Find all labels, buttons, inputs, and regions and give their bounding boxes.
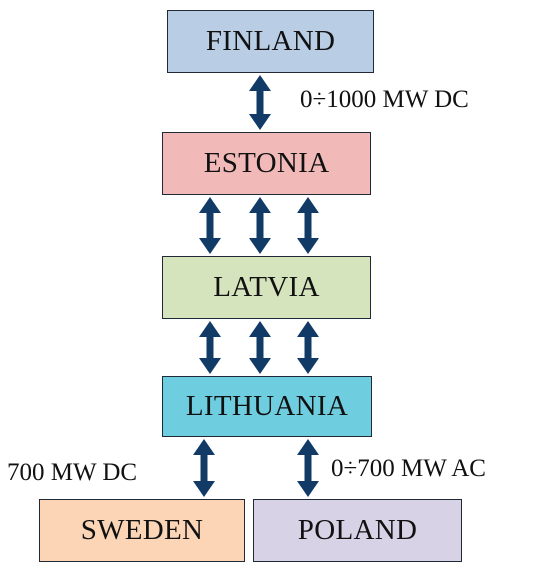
double-arrow-estonia-latvia-3: [297, 197, 319, 254]
node-finland: FINLAND: [167, 10, 374, 73]
double-arrow-shape: [297, 321, 319, 374]
double-arrow-shape: [249, 197, 271, 254]
node-sweden: SWEDEN: [39, 499, 245, 562]
node-poland: POLAND: [253, 499, 462, 562]
node-lithuania: LITHUANIA: [162, 376, 372, 437]
double-arrow-estonia-latvia-1: [199, 197, 221, 254]
double-arrow-finland-estonia: [249, 75, 271, 130]
node-estonia: ESTONIA: [162, 132, 371, 195]
double-arrow-lithuania-sweden: [193, 439, 215, 497]
double-arrow-latvia-lithuania-2: [249, 321, 271, 374]
double-arrow-latvia-lithuania-3: [297, 321, 319, 374]
double-arrow-shape: [249, 75, 271, 130]
double-arrow-shape: [199, 197, 221, 254]
label-lithuania-poland-link: 0÷700 MW AC: [331, 455, 486, 482]
double-arrow-shape: [199, 321, 221, 374]
double-arrow-shape: [297, 197, 319, 254]
double-arrow-lithuania-poland: [297, 439, 319, 497]
label-finland-estonia-link: 0÷1000 MW DC: [300, 86, 469, 113]
double-arrow-shape: [297, 439, 319, 497]
label-lithuania-sweden-link: 700 MW DC: [7, 459, 138, 486]
double-arrow-estonia-latvia-2: [249, 197, 271, 254]
double-arrow-shape: [193, 439, 215, 497]
double-arrow-shape: [249, 321, 271, 374]
double-arrow-latvia-lithuania-1: [199, 321, 221, 374]
node-latvia: LATVIA: [162, 256, 371, 319]
